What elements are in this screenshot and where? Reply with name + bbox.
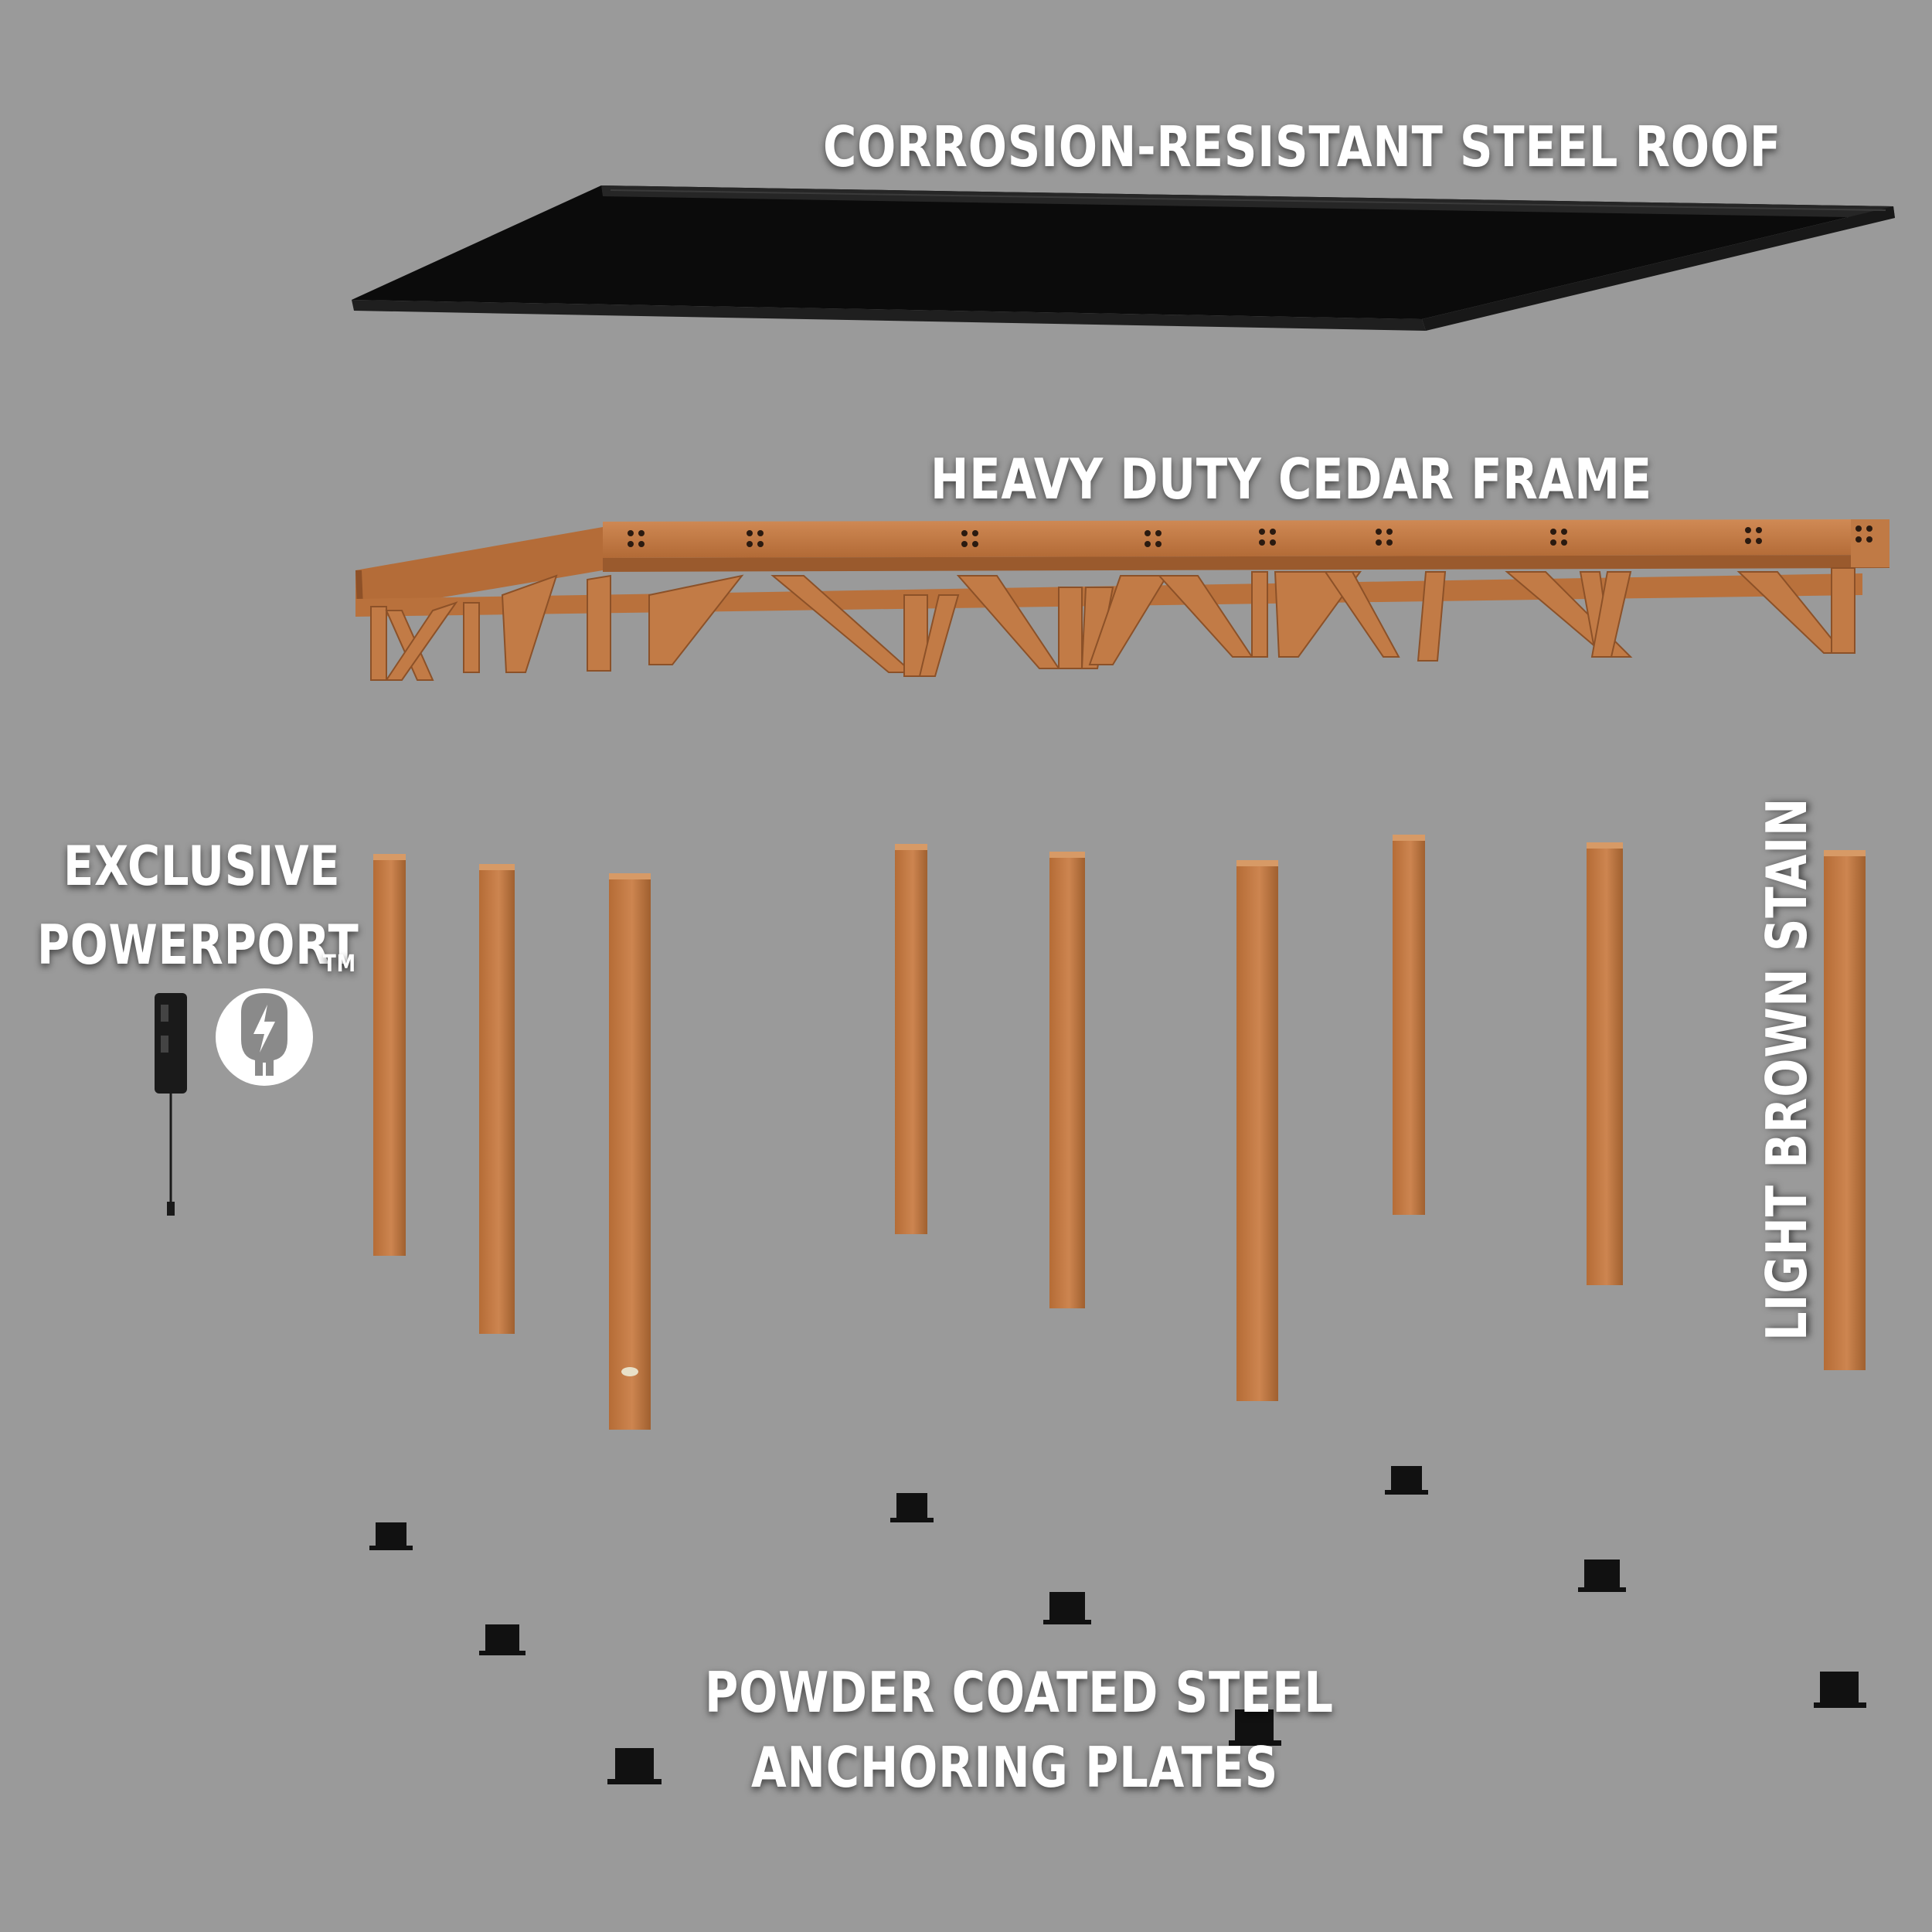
post-4: [895, 844, 927, 1234]
anchor-plate: [1578, 1560, 1626, 1592]
anchor-plate: [1043, 1592, 1091, 1624]
stain-label: LIGHT BROWN STAIN: [1754, 797, 1819, 1341]
power-plug-lightning-icon: [216, 988, 313, 1086]
post-6: [1236, 860, 1278, 1401]
roof-label: CORROSION-RESISTANT STEEL ROOF: [823, 114, 1782, 179]
powerport-outlet-icon: [155, 993, 187, 1216]
anchor-plate: [369, 1522, 413, 1550]
plates-label-line2: ANCHORING PLATES: [751, 1735, 1279, 1800]
cedar-frame: [355, 519, 1889, 681]
post-8: [1587, 842, 1623, 1285]
steel-roof: [352, 185, 1895, 331]
anchor-plate: [1814, 1672, 1866, 1708]
post-5: [1049, 852, 1085, 1308]
powerport-label-line1: EXCLUSIVE: [63, 835, 341, 898]
cedar-posts: [373, 835, 1866, 1430]
post-1: [373, 854, 406, 1256]
anchor-plate: [479, 1624, 526, 1655]
powerport-label-line2: POWERPORT: [37, 913, 359, 977]
post-9: [1824, 850, 1866, 1370]
anchor-plate: [1229, 1709, 1281, 1746]
post-7: [1393, 835, 1425, 1215]
anchor-plate: [890, 1493, 934, 1522]
frame-label: HEAVY DUTY CEDAR FRAME: [930, 447, 1652, 512]
post-2: [479, 864, 515, 1334]
post-3: [609, 873, 651, 1430]
plates-label-line1: POWDER COATED STEEL: [705, 1660, 1334, 1725]
steel-anchor-plates: [369, 1466, 1866, 1784]
anchor-plate: [607, 1748, 662, 1784]
trademark-label: TM: [323, 951, 356, 978]
anchor-plate: [1385, 1466, 1428, 1495]
